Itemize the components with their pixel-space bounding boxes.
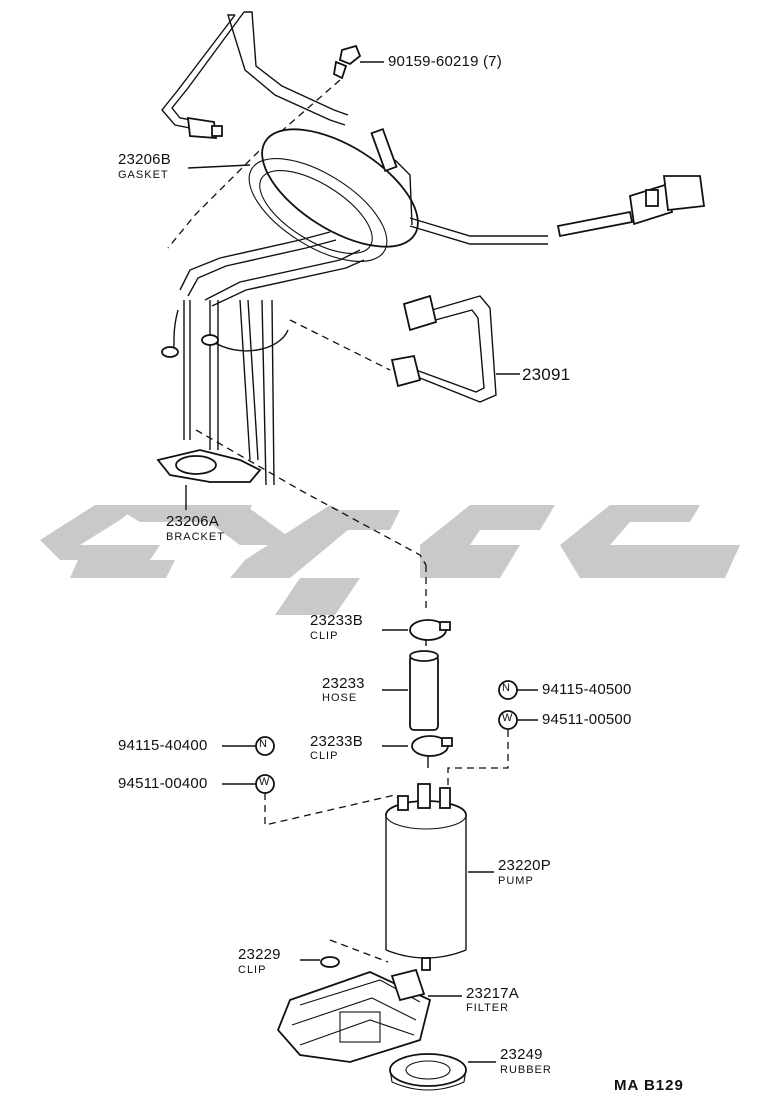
gasket-leader [187,164,251,169]
nut-right-symbol-letter: N [502,682,510,694]
bolt-part [333,44,362,80]
gasket-name: GASKET [118,169,169,181]
nut-left-number: 94115-40400 [118,737,208,754]
clip-lower-number: 23233B [310,733,363,750]
washer-left-dashed [264,793,403,826]
nut-left-symbol-letter: N [259,738,267,750]
rubber-number: 23249 [500,1046,543,1063]
tube-leader-dashed [289,319,391,371]
pump-number: 23220P [498,857,551,874]
filter-clip-number: 23229 [238,946,281,963]
gasket-number: 23206B [118,151,171,168]
diagram-code: MA B129 [614,1077,684,1094]
rubber-name: RUBBER [500,1064,552,1076]
bolt-number: 90159-60219 (7) [388,53,502,70]
filter-number: 23217A [466,985,519,1002]
filter-clip-name: CLIP [238,964,267,976]
bracket-23206A [156,449,262,483]
fuel-tube-23091 [390,294,497,403]
filter-name: FILTER [466,1002,510,1014]
clip-upper-name: CLIP [310,630,339,642]
bracket-name: BRACKET [166,531,225,543]
hose-part [409,650,439,731]
tube-number: 23091 [522,365,571,384]
nut-right-number: 94115-40500 [542,681,632,698]
watermark [40,505,740,615]
washer-left-symbol-letter: W [259,776,270,788]
clip-upper-part [409,619,451,646]
clip-upper-number: 23233B [310,612,363,629]
clip-lower-part [411,735,453,768]
filter-clip-dashed [329,939,389,963]
fuel-pump-part [385,783,467,971]
washer-right-symbol-letter: W [502,712,513,724]
fuel-line-upper [161,11,349,139]
filter-part [276,968,432,1063]
washer-right-number: 94511-00500 [542,711,632,728]
washer-right-dashed [447,730,509,786]
bracket-leader-dashed [195,429,427,566]
pump-bracket-tubes [161,231,365,486]
hose-number: 23233 [322,675,365,692]
filter-clip-part [320,956,340,968]
clip-lower-name: CLIP [310,750,339,762]
hose-name: HOSE [322,692,358,704]
rubber-part [389,1053,467,1091]
washer-left-number: 94511-00400 [118,775,208,792]
bracket-number: 23206A [166,513,219,530]
pump-name: PUMP [498,875,534,887]
wire-harness [409,175,706,245]
sender-flange [248,128,419,262]
bolt-leader-dashed [167,79,341,249]
